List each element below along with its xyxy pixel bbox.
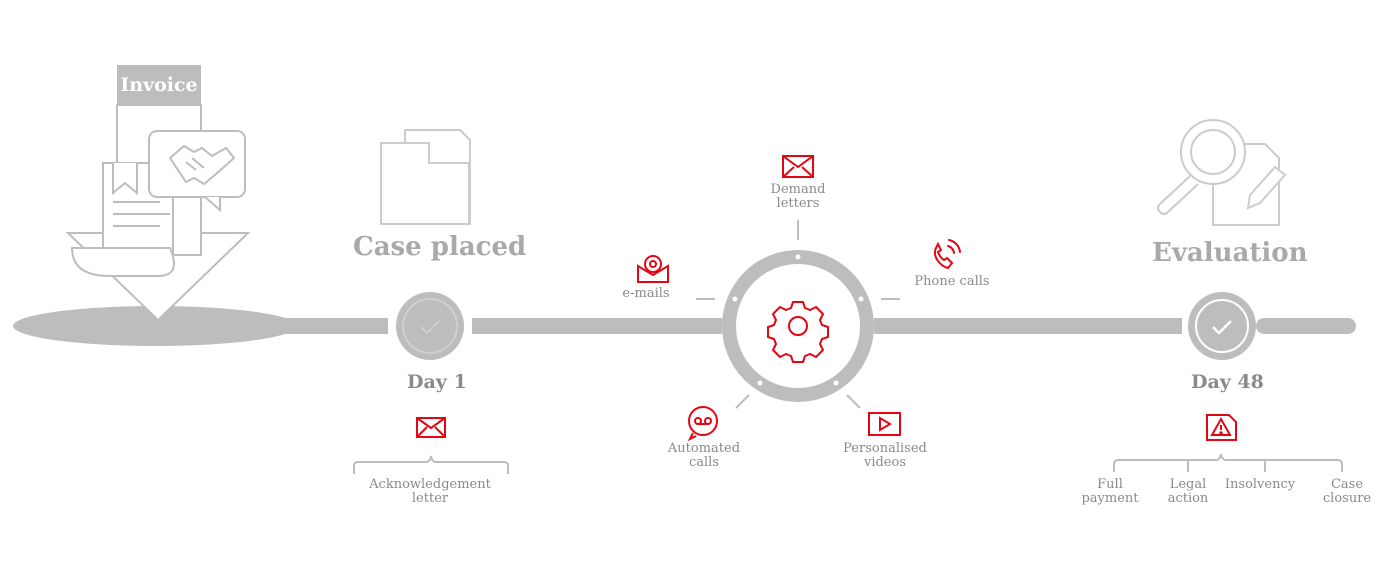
envelope-icon: [416, 417, 446, 438]
check-icon: [420, 320, 440, 335]
warning-document-icon: [1206, 414, 1237, 441]
voicemail-icon: [687, 406, 718, 442]
outcome-insolvency: Insolvency: [1224, 477, 1296, 492]
hub-spokes: [696, 220, 900, 409]
day48-node: [1188, 292, 1256, 360]
day1-node: [396, 292, 464, 360]
video-play-icon: [868, 412, 901, 436]
check-icon-day48: [1212, 320, 1232, 335]
case-placed-heading: Case placed: [353, 232, 527, 262]
invoice-tag: [117, 65, 201, 105]
handshake-icon: [169, 145, 235, 185]
phone-calls-label: Phone calls: [914, 274, 990, 289]
invoice-label: Invoice: [120, 74, 197, 96]
channels-hub: [722, 250, 874, 402]
hub-dots: [732, 254, 864, 386]
evaluation-heading: Evaluation: [1152, 238, 1308, 268]
gear-icon: [767, 301, 829, 363]
outcomes-brace: [1113, 453, 1343, 472]
pencil-icon: [1246, 165, 1287, 210]
day48-node-ring: [1195, 299, 1249, 353]
acknowledgement-brace: [353, 455, 509, 474]
at-mail-icon: [637, 255, 669, 283]
invoice-shadow: [13, 306, 297, 346]
magnifier-document-icon: [1157, 119, 1280, 226]
emails-label: e-mails: [622, 286, 670, 301]
demand-letter-envelope-icon: [782, 155, 814, 178]
day48-label: Day 48: [1191, 371, 1264, 393]
day1-label: Day 1: [407, 371, 467, 393]
invoice-illustration: [65, 104, 251, 322]
phone-icon: [934, 239, 961, 270]
document-stack-icon: [380, 129, 471, 225]
day1-node-ring: [402, 298, 458, 354]
